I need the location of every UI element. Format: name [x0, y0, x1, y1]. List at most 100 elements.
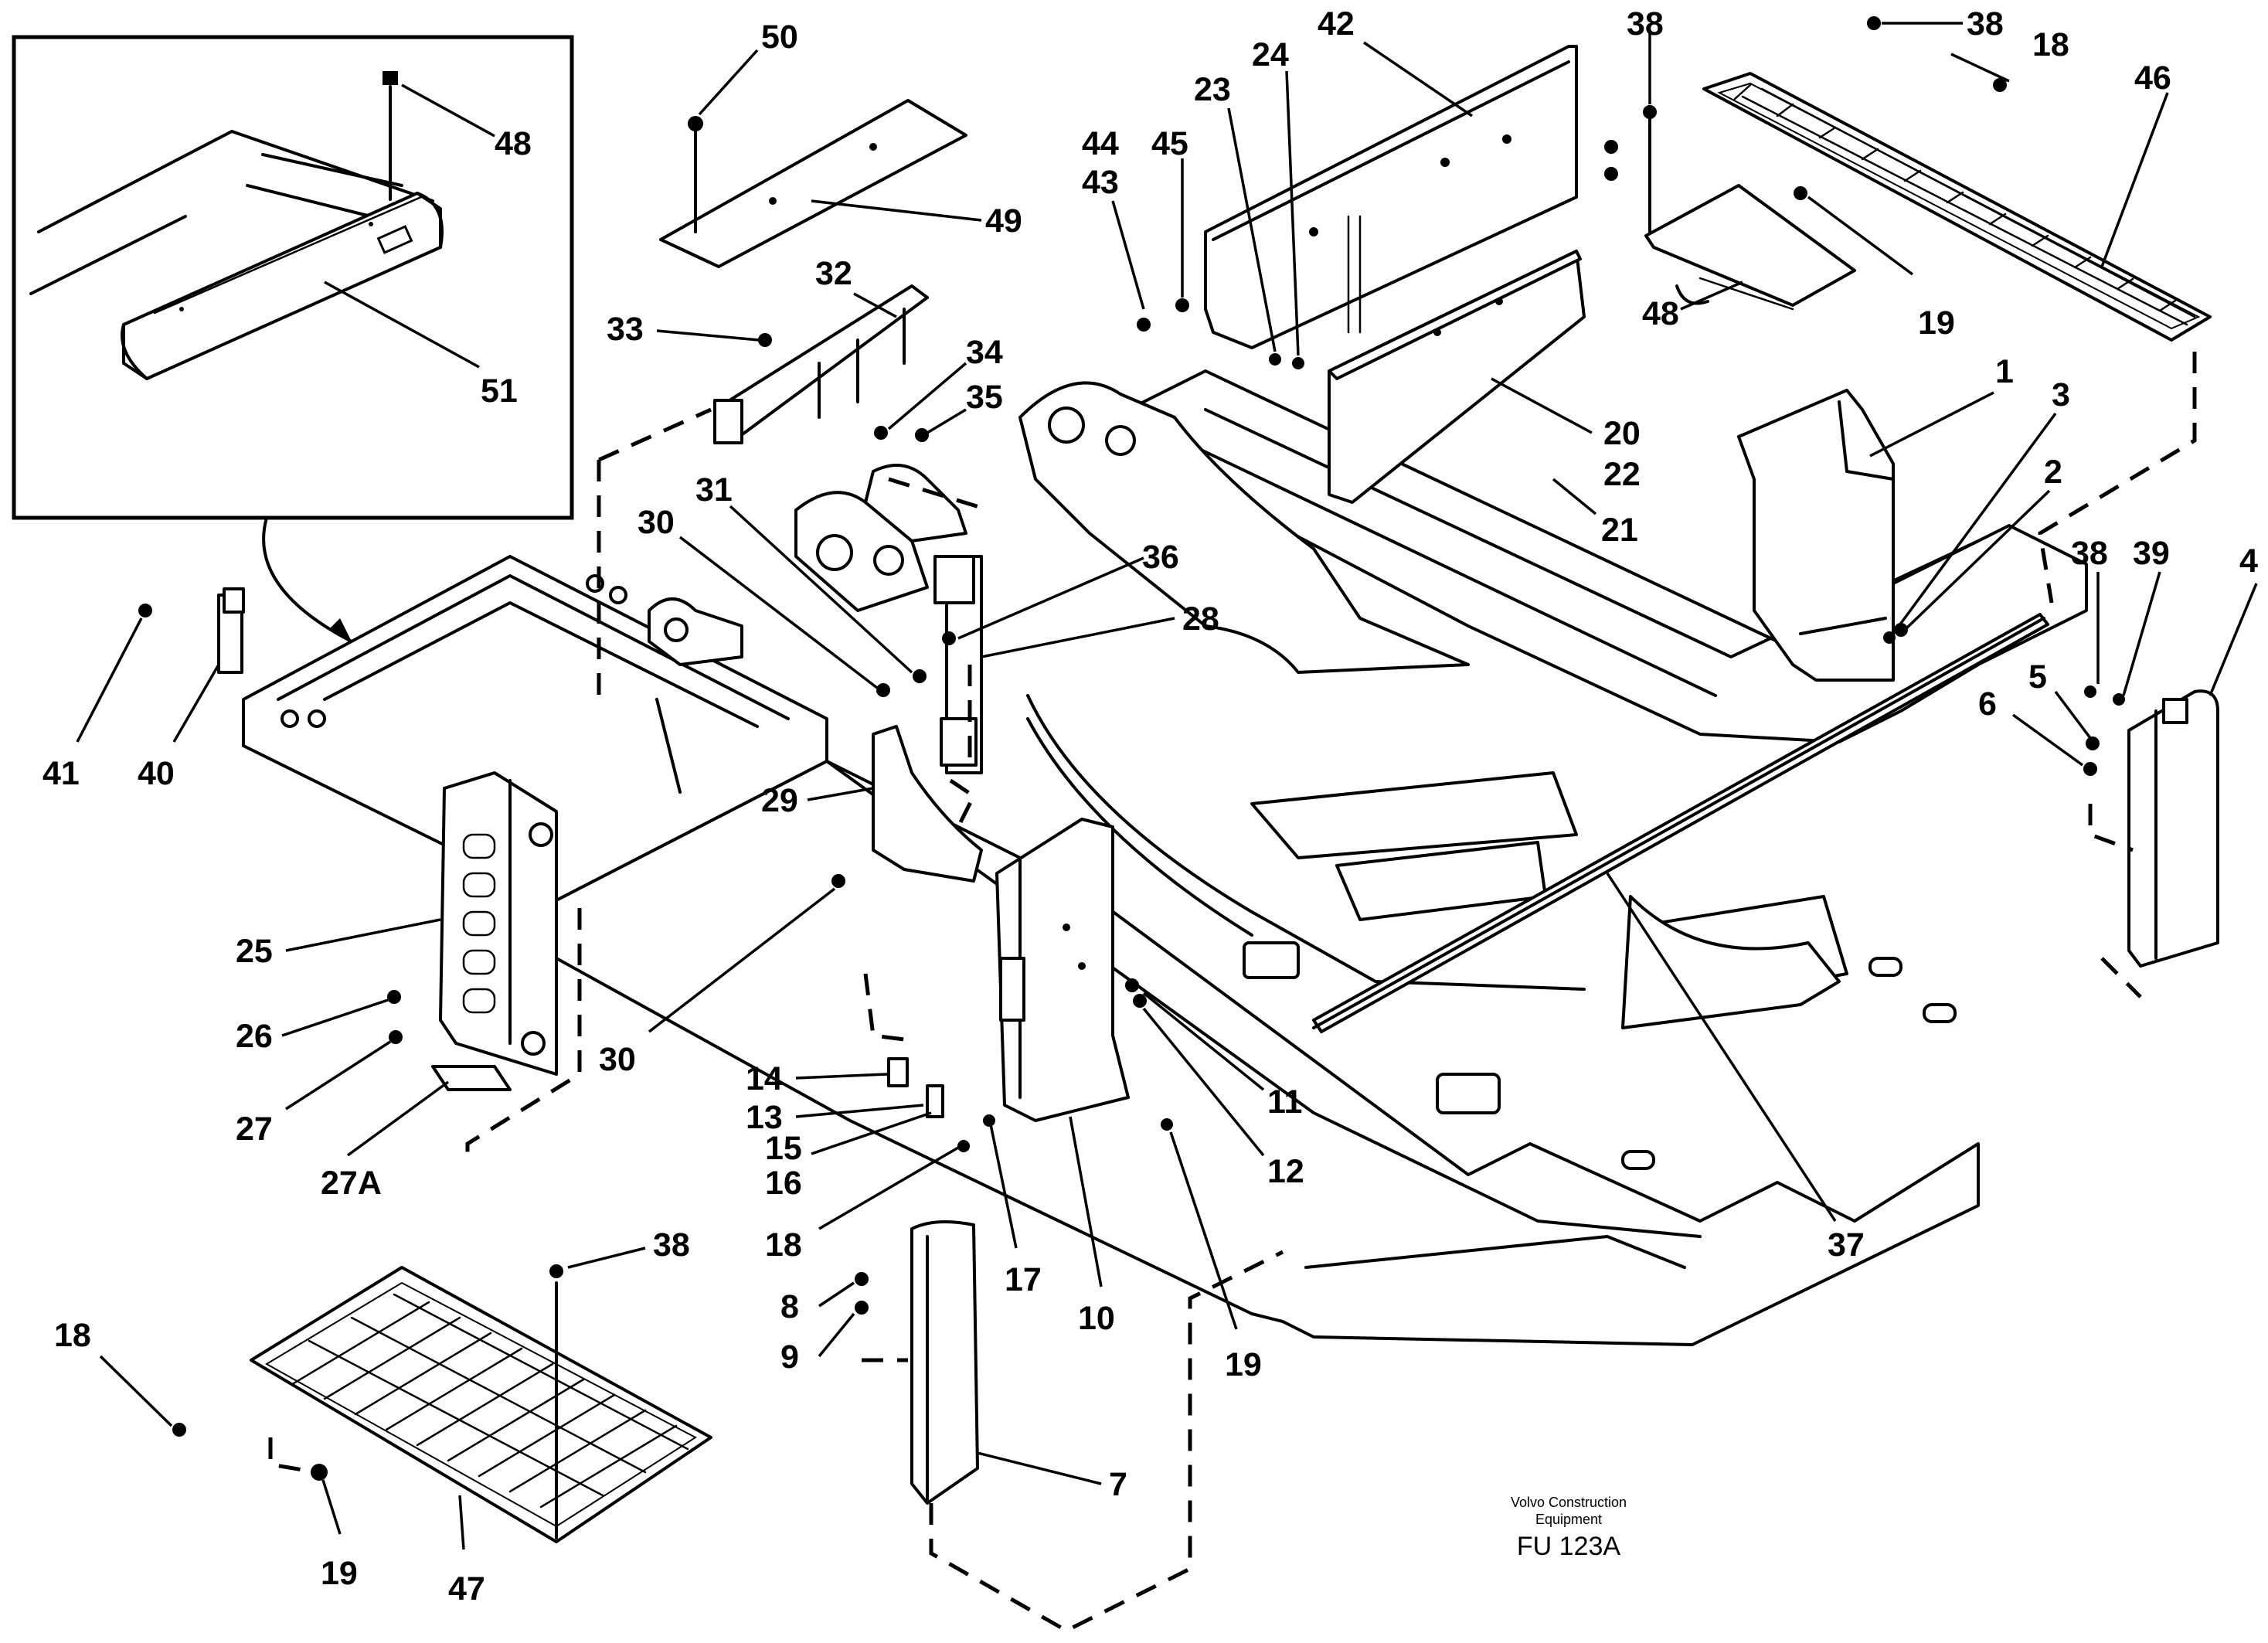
- callout-18b: 18: [1950, 26, 2069, 83]
- svg-text:43: 43: [1082, 164, 1119, 201]
- part-47-grating: [250, 1266, 712, 1543]
- callout-52: 51: [324, 281, 518, 410]
- svg-text:24: 24: [1252, 36, 1289, 73]
- svg-text:48: 48: [1642, 295, 1679, 332]
- callout-46: 46: [2100, 60, 2171, 267]
- svg-text:30: 30: [599, 1041, 636, 1078]
- svg-text:9: 9: [780, 1339, 799, 1376]
- svg-text:17: 17: [1005, 1261, 1042, 1298]
- svg-text:40: 40: [138, 755, 175, 792]
- callout-25: 25: [236, 918, 441, 970]
- svg-text:27A: 27A: [321, 1165, 382, 1202]
- svg-text:18: 18: [765, 1226, 802, 1264]
- detail-inset: 48 51: [12, 35, 574, 520]
- svg-text:39: 39: [2133, 535, 2170, 572]
- svg-text:7: 7: [1109, 1466, 1127, 1503]
- callout-42: 42: [1318, 5, 1473, 117]
- callout-34: 34: [887, 334, 1003, 430]
- svg-text:41: 41: [43, 755, 80, 792]
- callout-38b: 38: [1882, 5, 2004, 43]
- callout-21: 21: [1552, 478, 1638, 549]
- callout-17: 17: [989, 1124, 1042, 1298]
- callout-51: 50: [698, 19, 798, 116]
- svg-text:34: 34: [966, 334, 1003, 371]
- callout-38a: 38: [1627, 5, 1664, 104]
- svg-text:19: 19: [321, 1555, 358, 1592]
- svg-text:49: 49: [985, 202, 1022, 240]
- svg-text:19: 19: [1225, 1346, 1262, 1383]
- svg-text:46: 46: [2134, 60, 2171, 97]
- part-37-rail: [1312, 613, 2049, 1033]
- svg-text:36: 36: [1142, 539, 1179, 576]
- callout-19b: 19: [1169, 1131, 1262, 1383]
- part-48-bracket: [1644, 184, 1856, 311]
- svg-text:26: 26: [236, 1018, 273, 1055]
- callout-31: 31: [695, 471, 913, 674]
- part-29-plate: [872, 725, 983, 883]
- callout-45: 45: [1151, 125, 1188, 298]
- callout-3: 3: [1892, 376, 2070, 635]
- part-42-plate: [1204, 45, 1578, 349]
- svg-text:12: 12: [1267, 1153, 1304, 1190]
- svg-text:42: 42: [1318, 5, 1355, 43]
- callout-49: 48: [401, 83, 532, 162]
- callout-35: 35: [927, 379, 1003, 434]
- svg-text:25: 25: [236, 933, 273, 970]
- callout-43: 43: [1082, 164, 1145, 310]
- callout-28: 28: [981, 600, 1219, 658]
- detail-reference-arrow: [262, 516, 353, 643]
- callout-4: 4: [2208, 543, 2258, 696]
- publisher-line-2: Equipment: [1535, 1512, 1602, 1527]
- svg-text:32: 32: [815, 255, 852, 292]
- callout-16: 16: [765, 1165, 802, 1202]
- svg-text:19: 19: [1918, 304, 1955, 342]
- callout-50: 49: [811, 199, 1022, 240]
- svg-text:1: 1: [1995, 353, 2014, 390]
- callout-13: 13: [746, 1099, 924, 1136]
- callout-8: 8: [780, 1281, 855, 1325]
- callout-39: 39: [2122, 535, 2170, 696]
- svg-text:38: 38: [2071, 535, 2108, 572]
- svg-text:38: 38: [653, 1226, 690, 1264]
- callout-11: 11: [1142, 992, 1302, 1121]
- callout-6: 6: [1978, 685, 2084, 767]
- callout-5: 5: [2028, 658, 2092, 740]
- svg-text:51: 51: [481, 372, 518, 410]
- callout-38d: 38: [567, 1226, 690, 1269]
- part-32-bracket: [713, 284, 929, 444]
- callout-10: 10: [1069, 1116, 1115, 1337]
- callout-7: 7: [977, 1451, 1127, 1503]
- part-7-cover: [910, 1220, 979, 1505]
- part-20-22-plate: [1328, 250, 1586, 504]
- callout-15: 15: [765, 1111, 932, 1167]
- callout-19c: 19: [321, 1479, 358, 1592]
- svg-text:11: 11: [1267, 1083, 1302, 1121]
- callout-30a: 30: [638, 504, 879, 689]
- svg-text:38: 38: [1627, 5, 1664, 43]
- callout-19a: 19: [1807, 196, 1955, 342]
- callout-26: 26: [236, 998, 391, 1055]
- callout-48: 48: [1642, 281, 1743, 332]
- part-1-bracket: [1737, 389, 1895, 682]
- svg-text:8: 8: [780, 1288, 799, 1325]
- callout-18a: 18: [765, 1146, 959, 1264]
- title-block: Volvo Construction Equipment FU 123A: [1511, 1495, 1627, 1561]
- callout-9: 9: [780, 1312, 855, 1376]
- callout-33: 33: [607, 311, 760, 348]
- part-28-arm: [933, 555, 983, 774]
- svg-text:47: 47: [448, 1570, 485, 1607]
- svg-text:6: 6: [1978, 685, 1997, 723]
- callout-22: 22: [1603, 456, 1641, 493]
- svg-text:18: 18: [54, 1317, 91, 1354]
- callout-41: 41: [43, 617, 143, 792]
- svg-text:4: 4: [2239, 543, 2258, 580]
- svg-text:50: 50: [761, 19, 798, 56]
- svg-text:5: 5: [2028, 658, 2047, 696]
- svg-text:2: 2: [2044, 454, 2062, 491]
- side-member-beam: [29, 130, 444, 380]
- svg-text:28: 28: [1182, 600, 1219, 638]
- callout-24: 24: [1252, 36, 1300, 356]
- part-25-cover: [431, 771, 558, 1091]
- svg-text:33: 33: [607, 311, 644, 348]
